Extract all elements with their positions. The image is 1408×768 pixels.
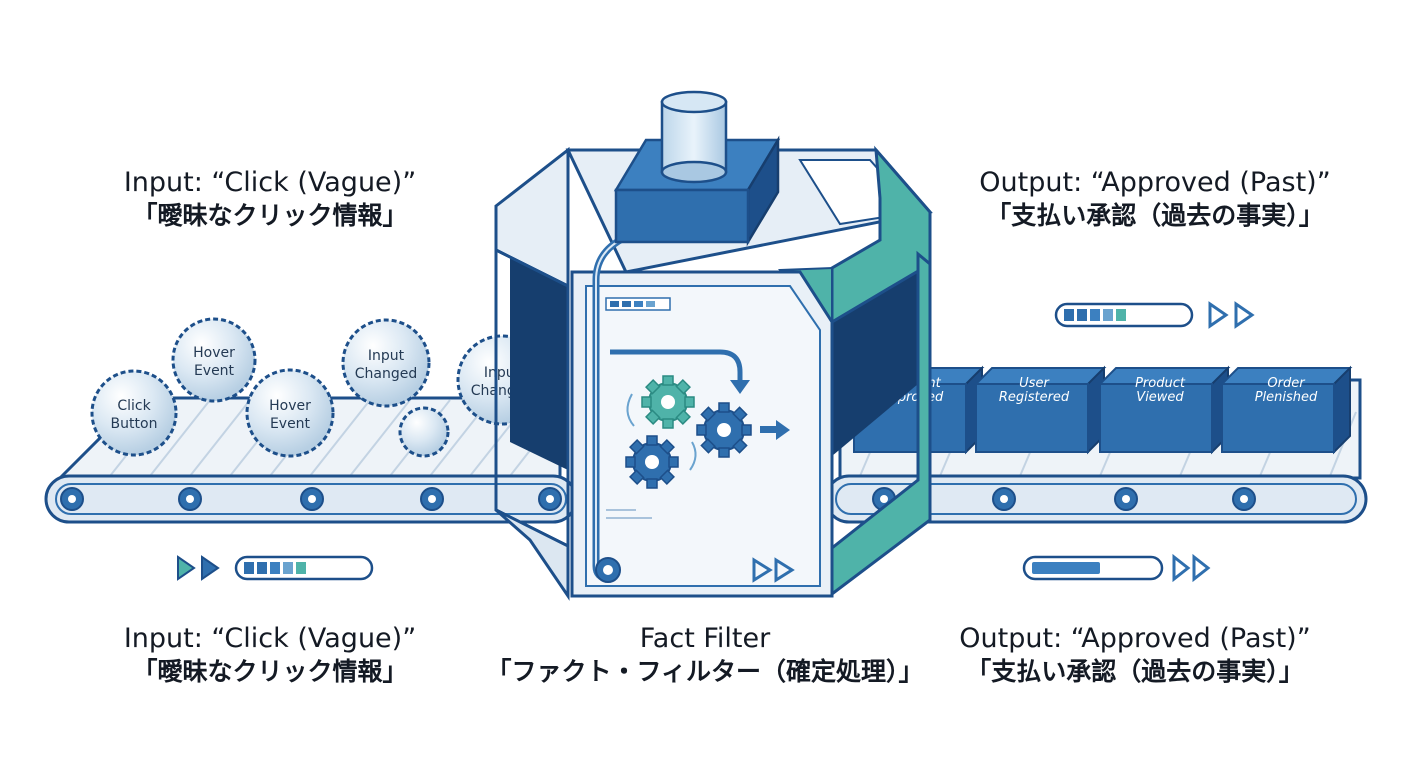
- fact-filter-machine: [494, 90, 933, 601]
- bubble-label: Button: [111, 416, 158, 432]
- bubble-label: Event: [270, 416, 311, 432]
- caption-subtitle: 「ファクト・フィルター（確定処理）」: [486, 656, 924, 686]
- gear-icon: [625, 435, 679, 489]
- caption-subtitle: 「支払い承認（過去の事実）」: [966, 656, 1304, 686]
- progress-top-right: [1054, 301, 1255, 329]
- caption-fact-filter: Fact Filter 「ファクト・フィルター（確定処理）」: [470, 622, 940, 687]
- bubble-hover-event: Hover Event: [171, 317, 257, 403]
- glass-cylinder: [660, 90, 728, 184]
- caption-title: Input: “Click (Vague)”: [123, 167, 417, 198]
- panel-lines: [606, 509, 652, 519]
- caption-input-top: Input: “Click (Vague)” 「曖昧なクリック情報」: [90, 166, 450, 231]
- output-arrow-icon: [760, 420, 790, 440]
- caption-subtitle: 「曖昧なクリック情報」: [132, 656, 408, 686]
- gear-icon: [641, 375, 695, 429]
- block-label: Registered: [999, 390, 1070, 405]
- block-label: Order: [1267, 376, 1306, 391]
- bubble-hover-event: Hover Event: [245, 368, 335, 458]
- bubble-label: Event: [194, 363, 235, 379]
- bubble-label: Click: [117, 398, 151, 414]
- caption-subtitle: 「曖昧なクリック情報」: [132, 200, 408, 230]
- hopper-box: [613, 135, 781, 247]
- fast-forward-icon: [1208, 301, 1255, 329]
- gear-icon: [696, 402, 752, 458]
- progress-bottom-right: [1022, 553, 1211, 583]
- process-arrow-icon: [610, 349, 743, 384]
- block-order-plenished: Order Plenished: [1219, 365, 1353, 455]
- bubble-empty: [398, 406, 450, 458]
- block-user-registered: User Registered: [973, 365, 1107, 455]
- fast-forward-icon: [177, 555, 220, 581]
- caption-output-bottom: Output: “Approved (Past)” 「支払い承認（過去の事実）」: [920, 622, 1350, 687]
- caption-title: Output: “Approved (Past)”: [959, 623, 1311, 654]
- caption-title: Output: “Approved (Past)”: [979, 167, 1331, 198]
- caption-subtitle: 「支払い承認（過去の事実）」: [986, 200, 1324, 230]
- machine-opening-left: [510, 250, 568, 470]
- caption-title: Input: “Click (Vague)”: [123, 623, 417, 654]
- bubble-label: Changed: [355, 366, 418, 382]
- bubble-label: Hover: [193, 345, 235, 361]
- bubble-click-button: Click Button: [90, 369, 178, 457]
- progress-bottom-left: [177, 555, 374, 581]
- caption-output-top: Output: “Approved (Past)” 「支払い承認（過去の事実）」: [940, 166, 1370, 231]
- caption-title: Fact Filter: [639, 623, 771, 654]
- fast-forward-icon: [1172, 553, 1211, 583]
- block-product-viewed: Product Viewed: [1097, 365, 1231, 455]
- block-label: Product: [1135, 376, 1186, 391]
- panel-indicator-icon: [605, 297, 671, 311]
- bubble-label: Input: [368, 348, 405, 364]
- bubble-label: Hover: [269, 398, 311, 414]
- block-label: Viewed: [1136, 390, 1184, 405]
- fast-forward-icon: [752, 557, 795, 583]
- bubble-input-changed: Input Changed: [341, 318, 431, 408]
- block-label: User: [1019, 376, 1050, 391]
- caption-input-bottom: Input: “Click (Vague)” 「曖昧なクリック情報」: [90, 622, 450, 687]
- machine-left-side: [494, 146, 570, 289]
- machine-opening-right: [832, 254, 918, 456]
- block-label: Plenished: [1255, 390, 1318, 405]
